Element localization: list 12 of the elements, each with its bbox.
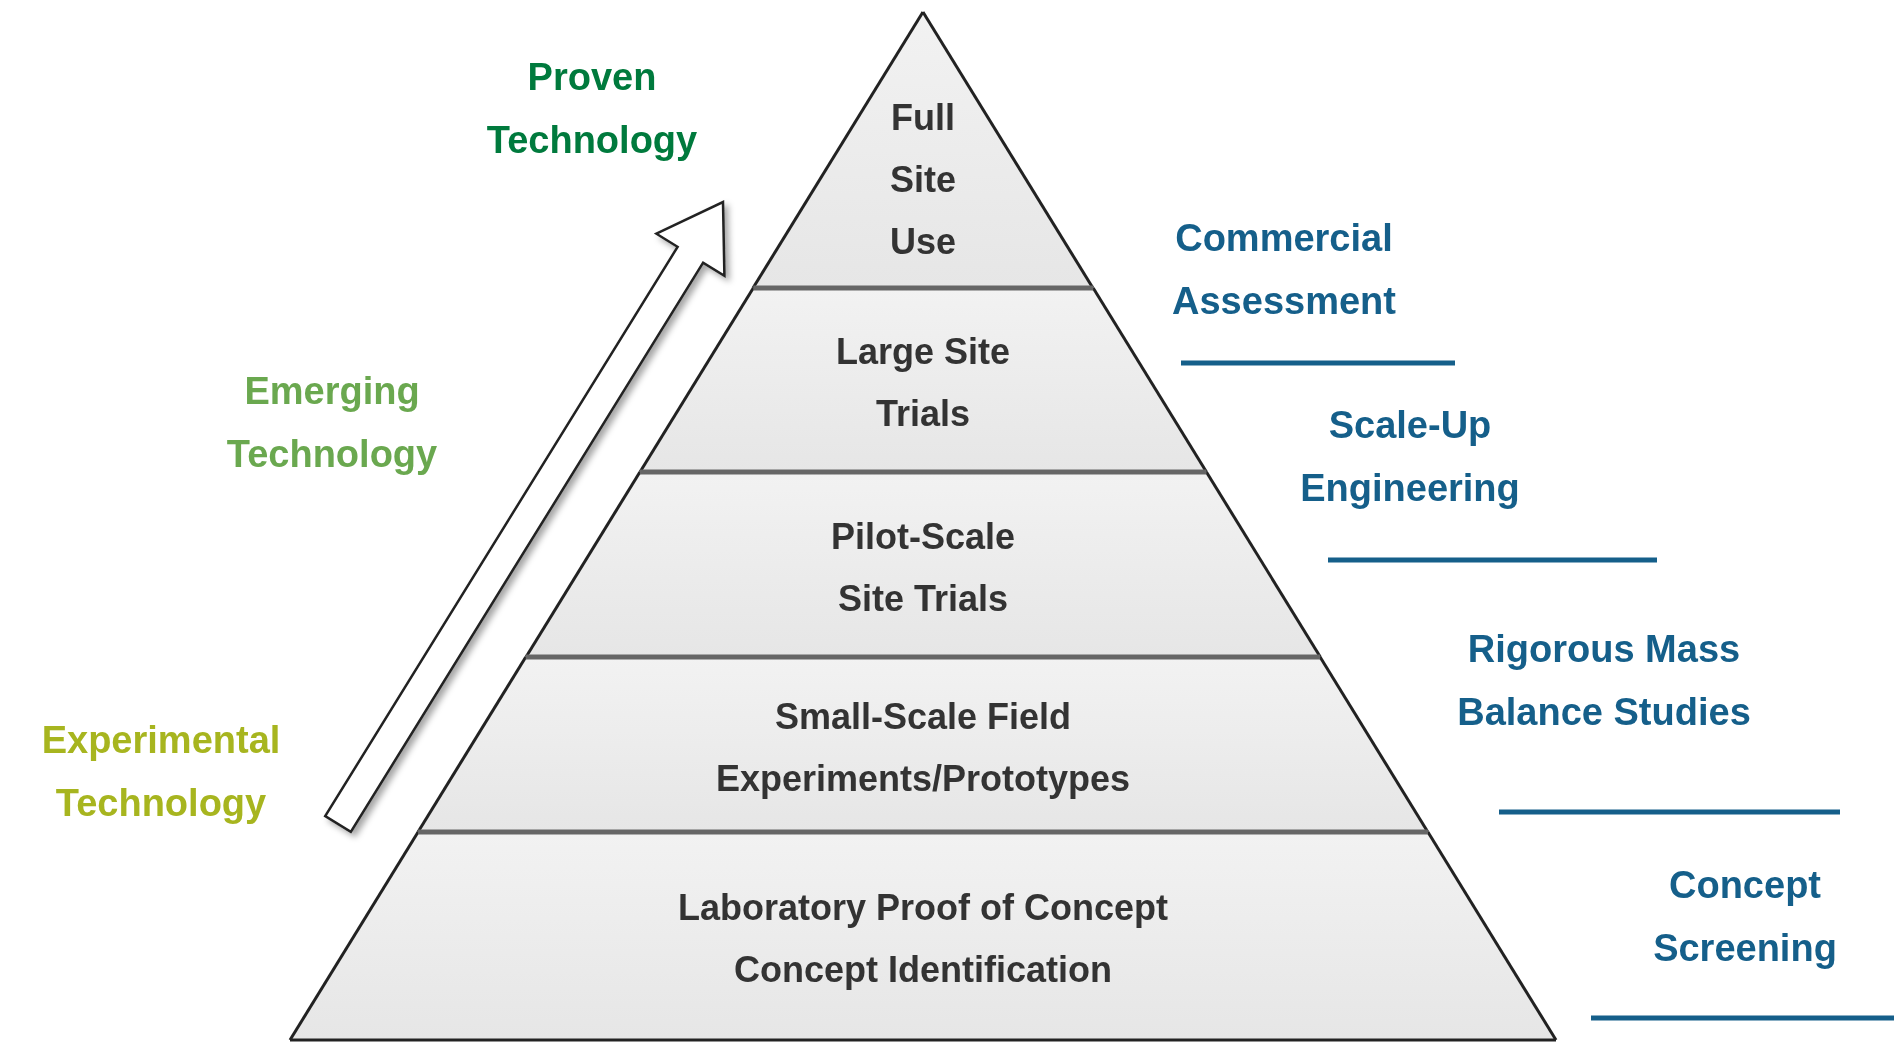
tier-label: Laboratory Proof of Concept Concept Identification (677, 886, 1169, 992)
stage-label: Emerging Technology (225, 369, 439, 477)
tier-label: Small-Scale Field Experiments/Prototypes (714, 694, 1132, 801)
stage-label: Proven Technology (485, 55, 699, 163)
stage-label: Scale-Up Engineering (1299, 403, 1521, 511)
tier-label: Full Site Use (888, 96, 957, 264)
tier-label: Pilot-Scale Site Trials (829, 514, 1016, 621)
stage-label: Rigorous Mass Balance Studies (1456, 627, 1752, 735)
stage-label: Commercial Assessment (1171, 216, 1397, 324)
stage-label: Experimental Technology (40, 718, 282, 826)
tier-label: Large Site Trials (834, 330, 1011, 436)
stage-label: Concept Screening (1652, 863, 1838, 971)
